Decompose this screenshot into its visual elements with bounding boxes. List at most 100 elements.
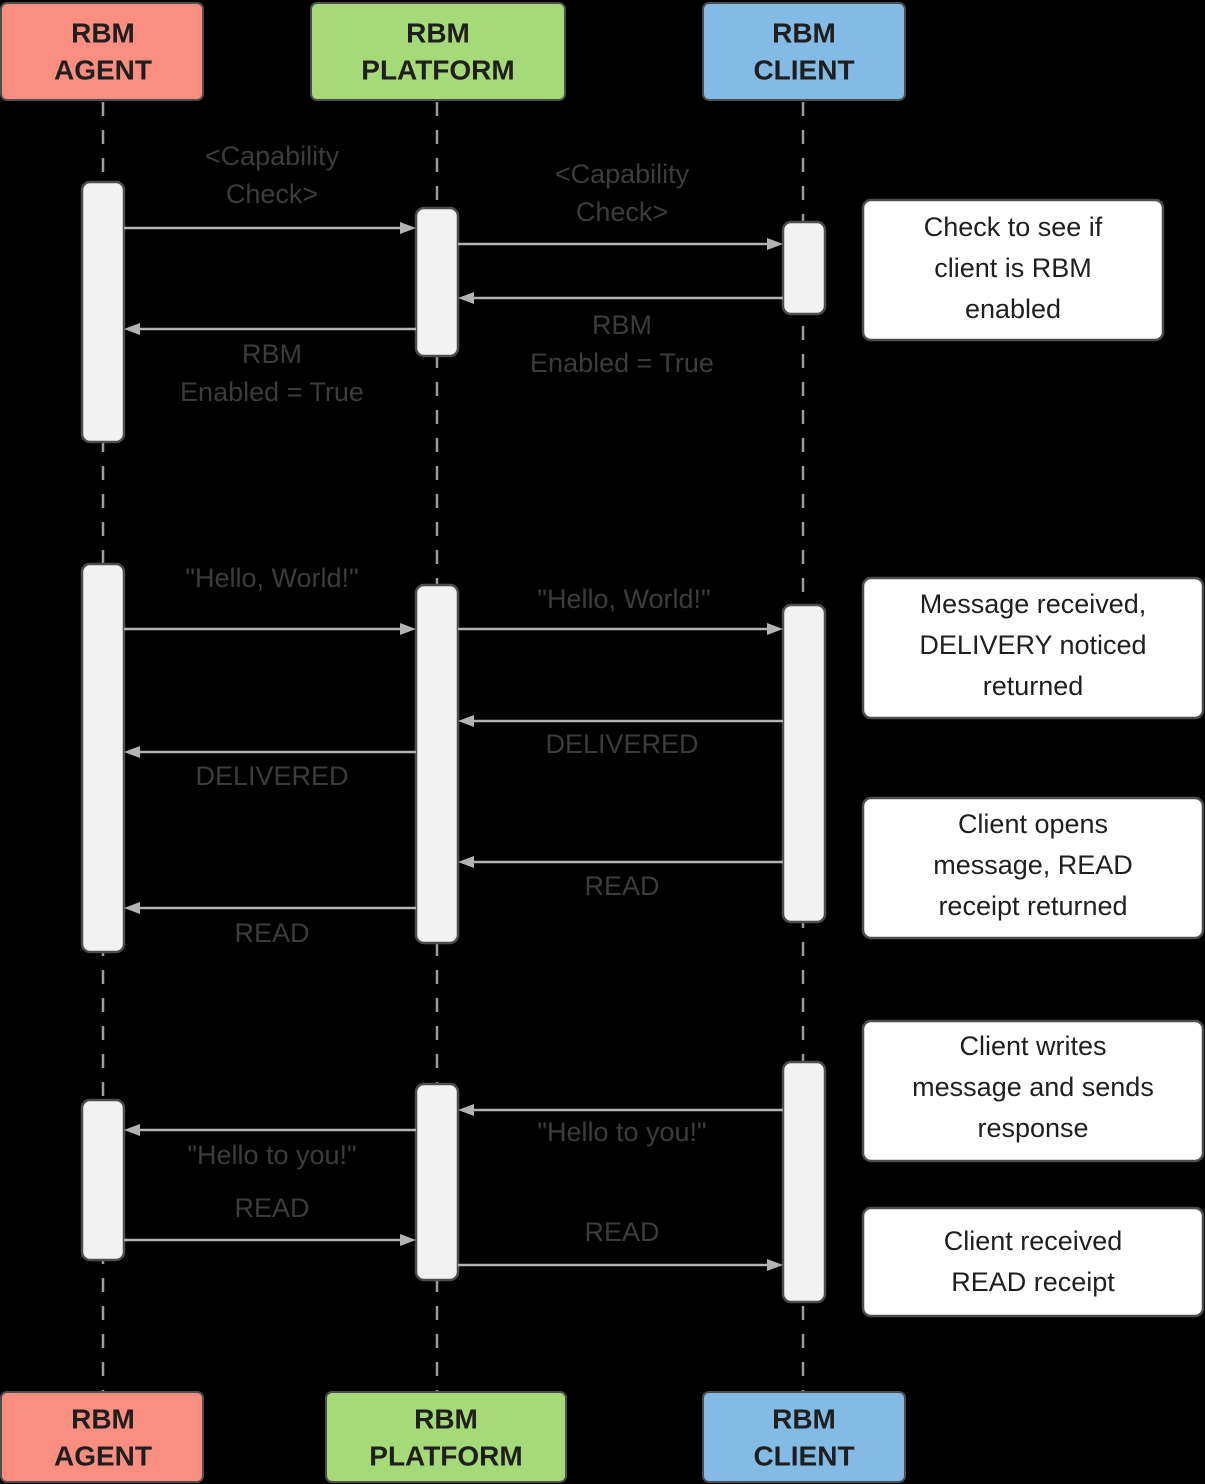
note-rect-n2 [861, 576, 1205, 720]
message-label-m3-line1: RBM [592, 310, 652, 340]
actor-label-agent-line1: RBM [71, 17, 135, 48]
arrowhead-right-m6 [767, 623, 783, 635]
note-n5-line1: Client received [944, 1226, 1123, 1256]
message-label-m1-line1: <Capability [205, 141, 340, 171]
note-n2-line3: returned [983, 671, 1084, 701]
note-n3-line3: receipt returned [938, 891, 1127, 921]
actor-footer-label-agent-line2: AGENT [54, 1440, 152, 1471]
activation-agent-2 [80, 562, 126, 954]
message-label-m6: "Hello, World!" [537, 584, 710, 614]
arrowhead-left-m4 [124, 323, 140, 335]
message-label-m2-line2: Check> [576, 197, 668, 227]
message-rbm-enabled-client-to-platform[interactable]: RBM Enabled = True [458, 292, 783, 378]
message-label-m3-line2: Enabled = True [530, 348, 714, 378]
note-n4-line2: message and sends [912, 1072, 1154, 1102]
message-hello-to-you-platform-to-agent[interactable]: "Hello to you!" [124, 1124, 416, 1170]
activation-platform-3 [414, 1082, 460, 1282]
arrowhead-left-m3 [458, 292, 474, 304]
note-capability-check[interactable]: Check to see if client is RBM enabled [861, 198, 1165, 342]
actor-header-agent[interactable]: RBM AGENT [0, 2, 204, 101]
note-n1-line1: Check to see if [924, 212, 1103, 242]
actor-header-platform[interactable]: RBM PLATFORM [310, 2, 566, 101]
message-read-platform-to-agent[interactable]: READ [124, 902, 416, 948]
activation-agent-1 [80, 180, 126, 444]
message-label-m14: READ [584, 1217, 659, 1247]
arrowhead-right-m14 [767, 1259, 783, 1271]
message-label-m8: DELIVERED [195, 761, 348, 791]
message-label-m10: READ [234, 918, 309, 948]
note-client-opens-message[interactable]: Client opens message, READ receipt retur… [861, 796, 1205, 940]
actor-footer-label-client-line1: RBM [772, 1403, 836, 1434]
arrowhead-left-m12 [124, 1124, 140, 1136]
activation-agent-3 [80, 1098, 126, 1262]
activation-client-3 [781, 1060, 827, 1304]
actor-footer-client[interactable]: RBM CLIENT [702, 1391, 906, 1483]
note-n4-line3: response [977, 1113, 1088, 1143]
arrowhead-left-m8 [124, 746, 140, 758]
message-hello-world-agent-to-platform[interactable]: "Hello, World!" [124, 563, 416, 635]
note-n1-line3: enabled [965, 294, 1061, 324]
message-read-agent-to-platform[interactable]: READ [124, 1193, 416, 1246]
actor-box-platform-rect [310, 2, 566, 101]
message-read-platform-to-client[interactable]: READ [458, 1217, 783, 1271]
message-label-m1-line2: Check> [226, 179, 318, 209]
message-label-m7: DELIVERED [545, 729, 698, 759]
message-label-m9: READ [584, 871, 659, 901]
actor-box-client-footer-rect [702, 1391, 906, 1483]
activation-client-2 [781, 603, 827, 924]
arrowhead-right-m2 [767, 238, 783, 250]
actor-label-platform-line2: PLATFORM [361, 54, 514, 85]
note-client-received-read-receipt[interactable]: Client received READ receipt [861, 1206, 1205, 1318]
actor-box-agent-rect [0, 2, 204, 101]
arrowhead-left-m9 [458, 856, 474, 868]
arrowhead-left-m7 [458, 715, 474, 727]
actor-label-agent-line2: AGENT [54, 54, 152, 85]
actor-box-agent-footer-rect [0, 1391, 204, 1483]
message-capability-check-platform-to-client[interactable]: <Capability Check> [458, 159, 783, 250]
message-rbm-enabled-platform-to-agent[interactable]: RBM Enabled = True [124, 323, 416, 407]
actor-header-client[interactable]: RBM CLIENT [702, 2, 906, 101]
actor-footer-agent[interactable]: RBM AGENT [0, 1391, 204, 1483]
actor-box-platform-footer-rect [325, 1391, 567, 1483]
actor-footer-label-platform-line1: RBM [414, 1403, 478, 1434]
message-delivered-platform-to-agent[interactable]: DELIVERED [124, 746, 416, 791]
message-label-m4-line2: Enabled = True [180, 377, 364, 407]
note-n5-line2: READ receipt [951, 1267, 1115, 1297]
actor-box-client-rect [702, 2, 906, 101]
actor-label-client-line1: RBM [772, 17, 836, 48]
arrowhead-left-m10 [124, 902, 140, 914]
message-label-m11: "Hello to you!" [537, 1117, 706, 1147]
actor-footer-label-platform-line2: PLATFORM [369, 1440, 522, 1471]
activation-client-1 [781, 220, 827, 316]
message-read-client-to-platform[interactable]: READ [458, 856, 783, 901]
actor-footer-label-agent-line1: RBM [71, 1403, 135, 1434]
note-rect-n5 [861, 1206, 1205, 1318]
message-hello-to-you-client-to-platform[interactable]: "Hello to you!" [458, 1104, 783, 1147]
message-label-m2-line1: <Capability [555, 159, 690, 189]
note-n1-line2: client is RBM [934, 253, 1092, 283]
message-hello-world-platform-to-client[interactable]: "Hello, World!" [458, 584, 783, 635]
arrowhead-left-m11 [458, 1104, 474, 1116]
note-n3-line2: message, READ [933, 850, 1133, 880]
note-rect-n3 [861, 796, 1205, 940]
message-label-m12: "Hello to you!" [187, 1140, 356, 1170]
note-rect-n1 [861, 198, 1165, 342]
message-label-m5: "Hello, World!" [185, 563, 358, 593]
message-delivered-client-to-platform[interactable]: DELIVERED [458, 715, 783, 759]
note-message-received[interactable]: Message received, DELIVERY noticed retur… [861, 576, 1205, 720]
actor-label-client-line2: CLIENT [753, 54, 854, 85]
message-label-m4-line1: RBM [242, 339, 302, 369]
arrowhead-right-m1 [400, 222, 416, 234]
note-rect-n4 [861, 1019, 1205, 1163]
actor-label-platform-line1: RBM [406, 17, 470, 48]
note-client-writes-message[interactable]: Client writes message and sends response [861, 1019, 1205, 1163]
activation-platform-1 [414, 206, 460, 358]
note-n2-line2: DELIVERY noticed [919, 630, 1146, 660]
note-n3-line1: Client opens [958, 809, 1108, 839]
actor-footer-platform[interactable]: RBM PLATFORM [325, 1391, 567, 1483]
note-n4-line1: Client writes [959, 1031, 1106, 1061]
activation-platform-2 [414, 583, 460, 945]
message-capability-check-agent-to-platform[interactable]: <Capability Check> [124, 141, 416, 234]
